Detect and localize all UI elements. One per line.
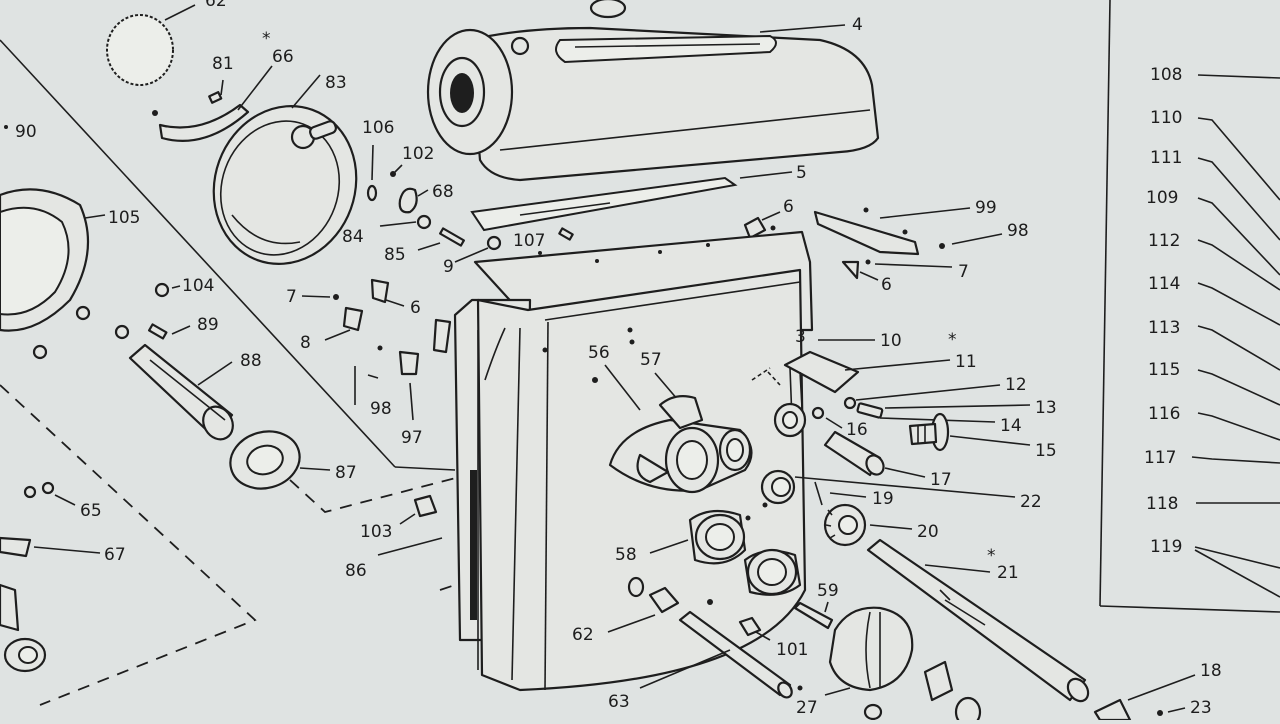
callout-19: 19 [872,489,894,509]
legend-112: 112 [1148,231,1180,251]
legend-index: 108 110 111 109 112 114 113 115 116 117 … [1144,65,1280,598]
callout-65: 65 [80,501,102,521]
callout-21: 21 [997,563,1019,583]
callout-22: 22 [1020,492,1042,512]
part-56-57-housing: 56 57 [588,343,753,494]
callout-68: 68 [432,182,454,202]
callout-86: 86 [345,561,367,581]
callout-99: 99 [975,198,997,218]
callout-85: 85 [384,245,406,265]
right-bracket-stack: 3 10 * 11 12 13 14 16 15 17 [751,327,1057,490]
right-slide-parts: 6 99 98 7 6 [743,197,1029,295]
legend-114: 114 [1148,274,1180,294]
callout-56: 56 [588,343,610,363]
part-62: 62 [106,0,227,86]
callout-18: 18 [1200,661,1222,681]
callout-107: 107 [513,231,545,251]
legend-118: 118 [1146,494,1178,514]
callout-89: 89 [197,315,219,335]
callout-83: 83 [325,73,347,93]
part-105-ring: 105 [0,188,140,332]
callout-15: 15 [1035,441,1057,461]
part-5-strip: 5 [470,163,807,232]
asterisk-21: * [987,546,996,566]
asterisk: * [262,29,271,49]
callout-3: 3 [795,327,806,347]
part-83-disc: 83 [212,73,358,265]
callout-10: 10 [880,331,902,351]
callout-59: 59 [817,581,839,601]
callout-23: 23 [1190,698,1212,718]
callout-101: 101 [776,640,808,660]
legend-109: 109 [1146,188,1178,208]
callout-81: 81 [212,54,234,74]
callout-103: 103 [360,522,392,542]
callout-98a: 98 [1007,221,1029,241]
legend-108: 108 [1150,65,1182,85]
callout-104: 104 [182,276,214,296]
callout-20: 20 [917,522,939,542]
legend-119: 119 [1150,537,1182,557]
left-small-brackets: 7 6 8 98 97 [286,278,452,448]
callout-5: 5 [796,163,807,183]
small-parts-cluster: 106 102 68 84 85 9 107 [342,118,574,277]
part-58-sleeves: 58 [615,502,802,596]
callout-97: 97 [401,428,423,448]
callout-57: 57 [640,350,662,370]
callout-11: 11 [955,352,977,372]
legend-113: 113 [1148,318,1180,338]
part-66-bracket: 81 * 66 [152,29,294,142]
part-103-86: 103 86 [345,494,443,581]
callout-58: 58 [615,545,637,565]
callout-7b: 7 [286,287,297,307]
callout-12: 12 [1005,375,1027,395]
lower-left-parts: 65 67 [0,481,126,673]
callout-27: 27 [796,698,818,718]
callout-90: 90 [15,122,37,142]
callout-67: 67 [104,545,126,565]
legend-117: 117 [1144,448,1176,468]
callout-14: 14 [1000,416,1022,436]
legend-110: 110 [1150,108,1182,128]
callout-87: 87 [335,463,357,483]
callout-62: 62 [205,0,227,11]
legend-111: 111 [1150,148,1182,168]
callout-88: 88 [240,351,262,371]
callout-9: 9 [443,257,454,277]
lower-knob-parts: 59 62 101 63 27 [572,576,982,724]
callout-63: 63 [608,692,630,712]
callout-62b: 62 [572,625,594,645]
callout-105: 105 [108,208,140,228]
part-90: 90 [4,122,37,142]
gear-shaft-parts: 22 19 20 * 21 [760,469,1090,703]
callout-66: 66 [272,47,294,67]
legend-116: 116 [1148,404,1180,424]
callout-17: 17 [930,470,952,490]
callout-6a: 6 [783,197,794,217]
part-4-housing: 4 [426,0,880,182]
callout-7a: 7 [958,262,969,282]
callout-6b: 6 [881,275,892,295]
callout-6c: 6 [410,298,421,318]
callout-4: 4 [852,15,863,35]
callout-16: 16 [846,420,868,440]
callout-102: 102 [402,144,434,164]
asterisk-11: * [948,330,957,350]
part-88-shaft: 104 89 88 [32,276,262,441]
callout-106: 106 [362,118,394,138]
callout-8: 8 [300,333,311,353]
callout-13: 13 [1035,398,1057,418]
part-87-washer: 87 [229,430,357,490]
legend-115: 115 [1148,360,1180,380]
part-18-23: 18 23 [1093,661,1222,722]
callout-84: 84 [342,227,364,247]
callout-98b: 98 [370,399,392,419]
